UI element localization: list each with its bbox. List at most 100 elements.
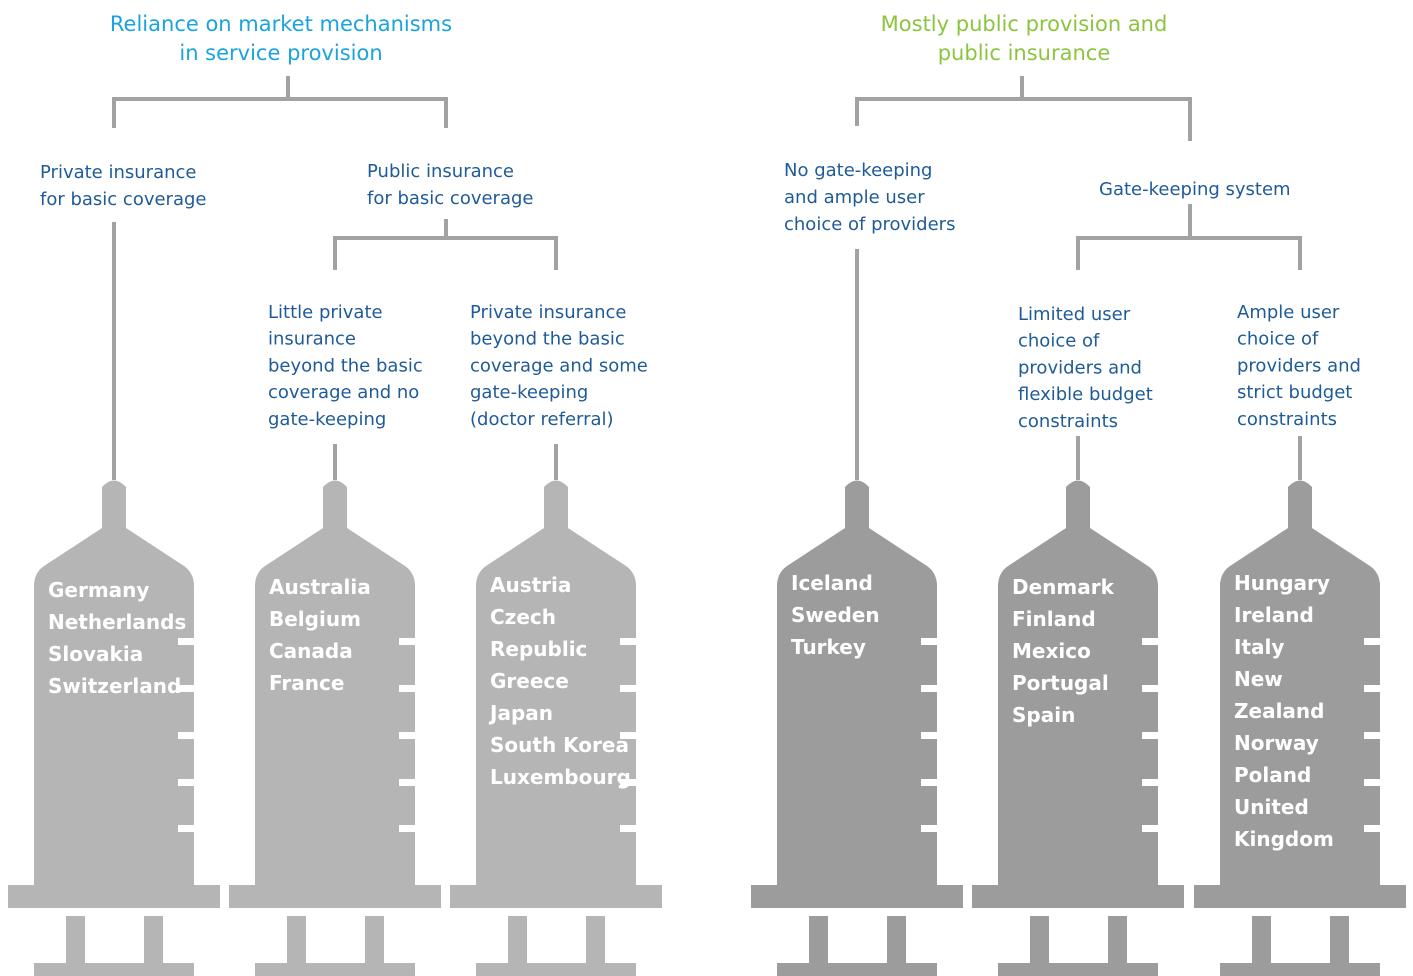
syringe <box>972 480 1184 976</box>
sub-branch-label-line: (doctor referral) <box>470 409 614 430</box>
syringe-plunger-head <box>34 963 194 976</box>
branch-label-line: Public insurance <box>367 161 514 182</box>
sub-branch-label-line: Ample user <box>1237 302 1340 323</box>
country-name: Luxembourg <box>490 765 631 789</box>
syringe-plunger-rod <box>144 916 163 966</box>
country-name: Ireland <box>1234 603 1314 627</box>
syringe-tick <box>178 779 195 786</box>
syringe-tick <box>1142 732 1159 739</box>
sub-branch-label-line: Private insurance <box>470 302 626 323</box>
sub-branch-label: Limited user choice of providers and flexib… <box>1018 304 1153 432</box>
syringe-plunger-rod <box>1030 916 1049 966</box>
tree-connectors <box>112 76 1302 480</box>
branch-label-line: and ample user <box>784 187 925 208</box>
sub-branch-label-line: choice of <box>1018 331 1100 352</box>
syringe <box>1194 480 1406 976</box>
syringe-tick <box>921 732 938 739</box>
branch-label-line: for basic coverage <box>367 188 534 209</box>
sub-branch-label-line: providers and <box>1018 357 1142 378</box>
sub-branch-label-line: gate-keeping <box>470 382 588 403</box>
country-name: Poland <box>1234 763 1311 787</box>
syringe-tick <box>620 779 637 786</box>
syringe-tick <box>1364 638 1381 645</box>
syringe <box>450 480 662 976</box>
syringe-tick <box>921 825 938 832</box>
sub-branch-label-line: flexible budget <box>1018 384 1153 405</box>
syringe-flange <box>8 885 220 908</box>
sub-branch-label-line: strict budget <box>1237 382 1352 403</box>
syringe-tick <box>1364 779 1381 786</box>
syringe-tick <box>1142 825 1159 832</box>
country-name: Turkey <box>791 635 866 659</box>
syringe-plunger-head <box>476 963 636 976</box>
country-name: Zealand <box>1234 699 1324 723</box>
group-heading-line: in service provision <box>179 41 382 65</box>
syringe-plunger-rod <box>887 916 906 966</box>
sub-branch-label-line: coverage and no <box>268 382 419 403</box>
syringe-tick <box>1364 685 1381 692</box>
country-name: United <box>1234 795 1309 819</box>
country-name: Switzerland <box>48 674 181 698</box>
syringe-barrel <box>255 480 415 885</box>
branch-label: Public insurance for basic coverage <box>367 161 534 209</box>
sub-branch-label-line: constraints <box>1018 411 1118 432</box>
syringe-flange <box>229 885 441 908</box>
country-name: Norway <box>1234 731 1319 755</box>
syringe-tick <box>399 825 416 832</box>
branch-label-line: Private insurance <box>40 162 196 183</box>
syringe-plunger-rod <box>1330 916 1349 966</box>
syringe-tick <box>921 685 938 692</box>
syringe-plunger-head <box>777 963 937 976</box>
sub-branch-label-line: constraints <box>1237 409 1337 430</box>
country-name: Portugal <box>1012 671 1109 695</box>
syringe-tick <box>399 732 416 739</box>
country-name: Slovakia <box>48 642 143 666</box>
sub-branch-label-line: coverage and some <box>470 355 648 376</box>
syringe-tick <box>620 685 637 692</box>
country-name: Denmark <box>1012 575 1115 599</box>
syringe-tick <box>921 638 938 645</box>
country-name: Canada <box>269 639 353 663</box>
country-name: New <box>1234 667 1283 691</box>
syringe-figures <box>8 480 1406 976</box>
branch-label: Gate-keeping system <box>1099 179 1291 200</box>
group-heading: Reliance on market mechanisms in service … <box>110 12 452 65</box>
syringe-flange <box>1194 885 1406 908</box>
syringe-tick <box>178 825 195 832</box>
country-name: Iceland <box>791 571 873 595</box>
syringe-tick <box>178 685 195 692</box>
syringe-tick <box>178 732 195 739</box>
syringe-plunger-rod <box>1252 916 1271 966</box>
branch-label-line: for basic coverage <box>40 189 207 210</box>
sub-branch-label-line: providers and <box>1237 355 1361 376</box>
sub-branch-label-line: beyond the basic <box>268 355 423 376</box>
country-name: Sweden <box>791 603 880 627</box>
syringe-tick <box>1364 825 1381 832</box>
country-name: Mexico <box>1012 639 1091 663</box>
country-name: Kingdom <box>1234 827 1334 851</box>
sub-branch-label-line: Limited user <box>1018 304 1131 325</box>
country-name: Greece <box>490 669 569 693</box>
syringe-tick <box>620 638 637 645</box>
country-name: Republic <box>490 637 587 661</box>
syringe-plunger-head <box>998 963 1158 976</box>
syringe <box>229 480 441 976</box>
group-heading-line: Reliance on market mechanisms <box>110 12 452 36</box>
country-name: Belgium <box>269 607 361 631</box>
country-name: Austria <box>490 573 571 597</box>
syringe-plunger-rod <box>66 916 85 966</box>
syringe-barrel <box>476 480 636 885</box>
country-name: Finland <box>1012 607 1096 631</box>
syringe-barrel <box>34 480 194 885</box>
syringe-barrel <box>998 480 1158 885</box>
syringe-plunger-rod <box>365 916 384 966</box>
sub-branch-label-line: gate-keeping <box>268 409 386 430</box>
syringe-tick <box>620 732 637 739</box>
